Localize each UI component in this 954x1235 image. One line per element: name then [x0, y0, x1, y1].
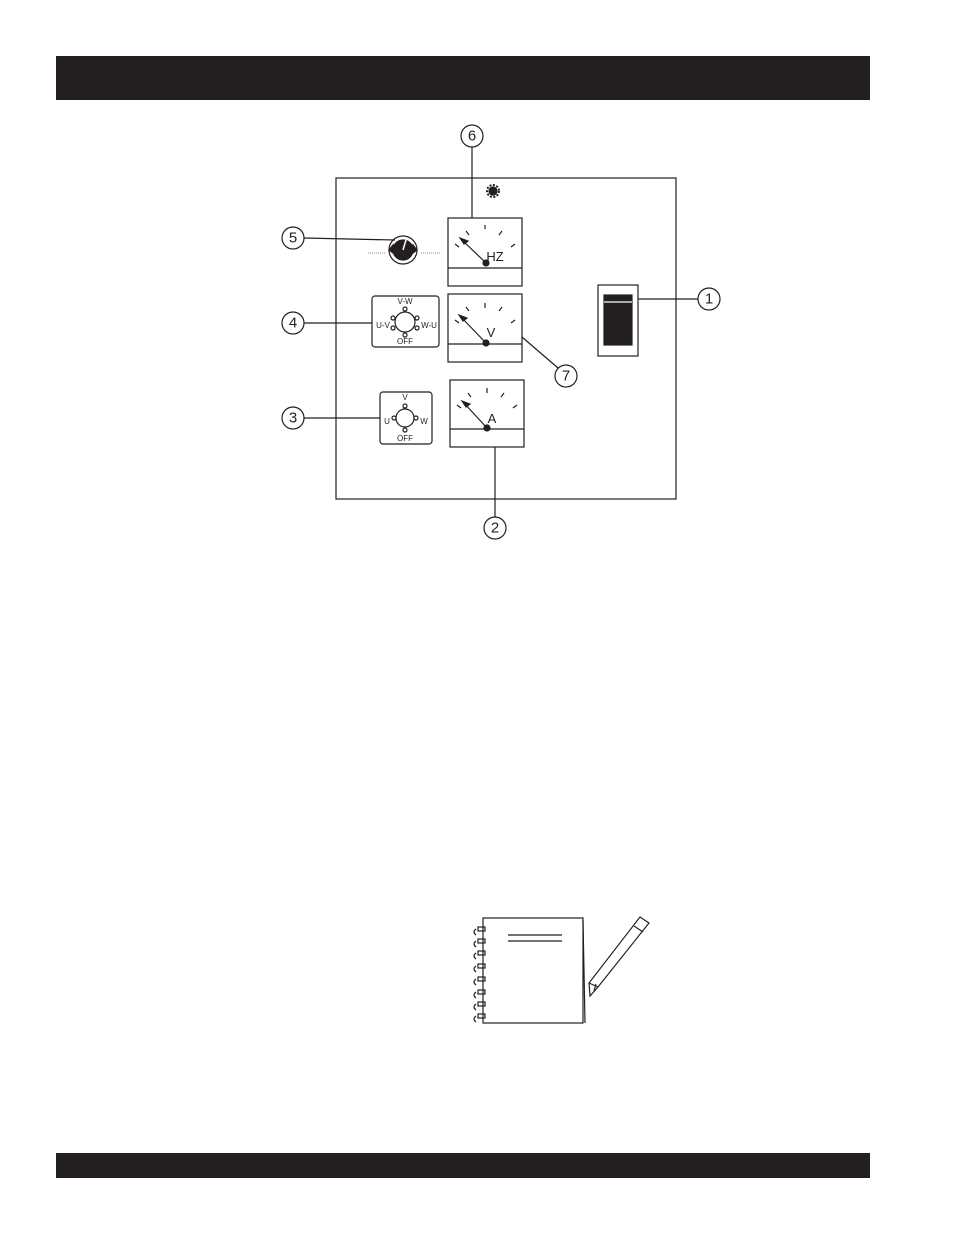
voltmeter-switch-right-label: W-U [421, 321, 437, 330]
callout-label-2: 2 [491, 520, 499, 537]
frequency-meter [448, 218, 522, 286]
voltmeter-switch-left-label: U-V [376, 321, 390, 330]
notebook-icon [474, 918, 585, 1023]
ammeter-switch-bottom-label: OFF [397, 434, 413, 443]
ammeter-switch-right-label: W [420, 417, 428, 426]
callout-label-3: 3 [289, 410, 297, 427]
current-unit-label: A [488, 411, 497, 426]
callout-label-4: 4 [289, 315, 297, 332]
ammeter-switch-top-label: V [402, 393, 408, 402]
gear-icon [487, 185, 499, 197]
voltage-unit-label: V [487, 325, 496, 340]
ammeter-switch-left-label: U [384, 417, 390, 426]
voltmeter-switch-top-label: V-W [397, 297, 413, 306]
pencil-icon [589, 917, 649, 996]
callout-label-1: 1 [705, 291, 713, 308]
frequency-unit-label: HZ [486, 249, 503, 264]
callout-label-6: 6 [468, 128, 476, 145]
callout-label-5: 5 [289, 230, 297, 247]
power-switch-icon[interactable] [598, 285, 638, 356]
voltmeter-switch-bottom-label: OFF [397, 337, 413, 346]
callout-label-7: 7 [562, 368, 570, 385]
voltage-meter [448, 294, 522, 362]
